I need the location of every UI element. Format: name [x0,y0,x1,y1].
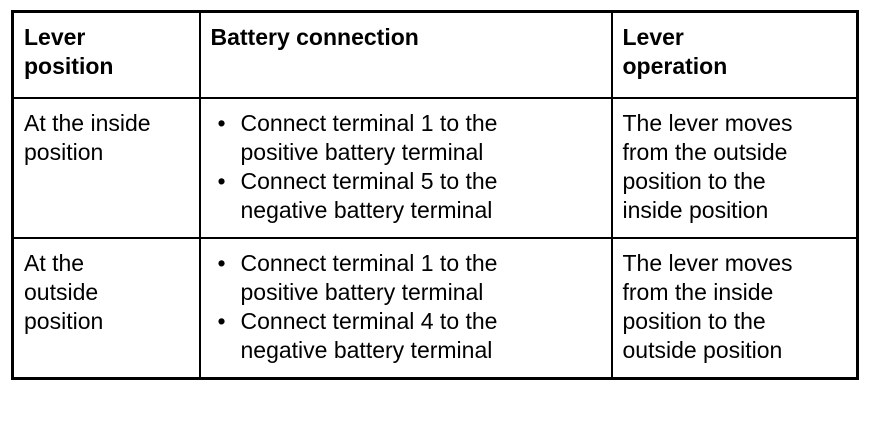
list-item-text: Connect terminal 1 to the positive batte… [240,250,498,305]
list-item-text: Connect terminal 1 to the positive batte… [240,110,498,165]
column-header-lever-position: Lever position [11,10,201,99]
column-header-lever-operation: Lever operation [610,10,859,99]
list-item-text: Connect terminal 4 to the negative batte… [240,308,498,363]
lever-operation-text: The lever moves from the outside positio… [622,110,793,223]
lever-position-text: At the inside position [24,110,151,165]
bullet-icon: • [217,168,226,194]
table-header: Lever position Battery connection Lever … [11,10,859,99]
table-row: At the outside position • Connect termin… [11,237,859,380]
cell-lever-position: At the inside position [11,97,201,239]
list-item: • Connect terminal 4 to the negative bat… [211,307,602,365]
lever-position-text: At the outside position [24,250,104,334]
table-row: At the inside position • Connect termina… [11,97,859,239]
list-item-text: Connect terminal 5 to the negative batte… [240,168,498,223]
lever-operation-text: The lever moves from the inside position… [622,250,793,363]
list-item: • Connect terminal 1 to the positive bat… [211,249,602,307]
column-header-lever-position-label: Lever position [24,24,114,79]
bullet-icon: • [217,250,226,276]
bullet-icon: • [217,110,226,136]
list-item: • Connect terminal 1 to the positive bat… [211,109,602,167]
column-header-lever-operation-label: Lever operation [622,24,728,79]
lever-position-table: Lever position Battery connection Lever … [11,10,859,380]
bullet-icon: • [217,308,226,334]
column-header-battery-connection-label: Battery connection [210,24,419,50]
table-header-row: Lever position Battery connection Lever … [11,10,859,99]
list-item: • Connect terminal 5 to the negative bat… [211,167,602,225]
cell-lever-operation: The lever moves from the outside positio… [610,97,859,239]
cell-battery-connection: • Connect terminal 1 to the positive bat… [198,97,613,239]
cell-lever-position: At the outside position [11,237,201,380]
cell-battery-connection: • Connect terminal 1 to the positive bat… [198,237,613,380]
battery-connection-list: • Connect terminal 1 to the positive bat… [211,109,602,225]
table-body: At the inside position • Connect termina… [11,97,859,380]
cell-lever-operation: The lever moves from the inside position… [610,237,859,380]
column-header-battery-connection: Battery connection [198,10,613,99]
battery-connection-list: • Connect terminal 1 to the positive bat… [211,249,602,365]
